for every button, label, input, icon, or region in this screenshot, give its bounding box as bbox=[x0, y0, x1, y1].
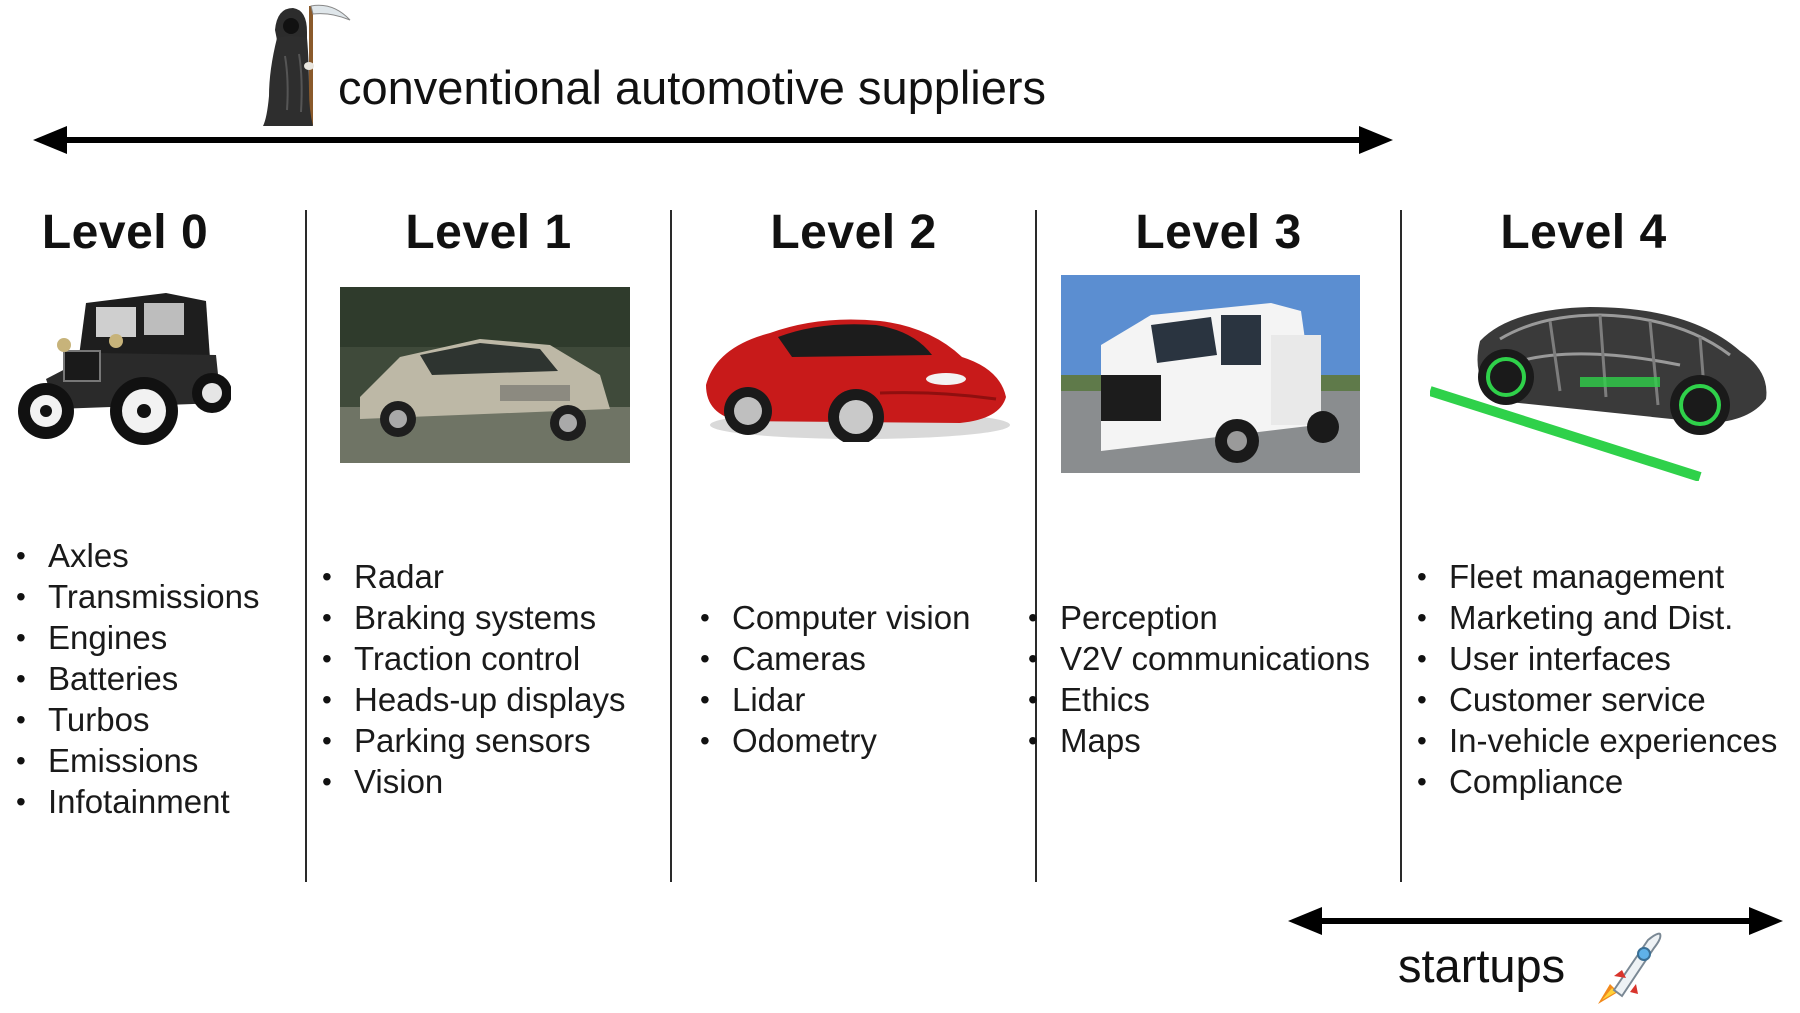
startups-label: startups bbox=[1398, 939, 1566, 992]
list-item: Odometry bbox=[700, 720, 970, 761]
list-item: Heads-up displays bbox=[322, 679, 625, 720]
level-3-list: Perception V2V communications Ethics Map… bbox=[1028, 597, 1370, 761]
level-2-list: Computer vision Cameras Lidar Odometry bbox=[700, 597, 970, 761]
list-item: Marketing and Dist. bbox=[1417, 597, 1777, 638]
rocket-icon bbox=[1598, 932, 1662, 1004]
model-t-car-image bbox=[18, 293, 231, 445]
grim-reaper-icon bbox=[263, 4, 351, 126]
list-item: Emissions bbox=[16, 740, 260, 781]
list-item: V2V communications bbox=[1028, 638, 1370, 679]
level-4-title: Level 4 bbox=[1500, 206, 1667, 259]
list-item: User interfaces bbox=[1417, 638, 1777, 679]
column-divider bbox=[1400, 210, 1402, 882]
list-item: Axles bbox=[16, 535, 260, 576]
tesla-sedan-image bbox=[706, 319, 1010, 442]
list-item: Braking systems bbox=[322, 597, 625, 638]
concept-vehicle-image bbox=[1430, 307, 1767, 481]
list-item: Radar bbox=[322, 556, 625, 597]
list-item: Batteries bbox=[16, 658, 260, 699]
startups-arrow bbox=[1288, 907, 1783, 935]
list-item: Perception bbox=[1028, 597, 1370, 638]
level-1-title: Level 1 bbox=[405, 206, 572, 259]
conventional-suppliers-label: conventional automotive suppliers bbox=[338, 61, 1047, 114]
level-0-column: Level 0 Axles Transmissions Engines Batt… bbox=[0, 195, 305, 885]
level-4-list: Fleet management Marketing and Dist. Use… bbox=[1417, 556, 1777, 802]
list-item: Engines bbox=[16, 617, 260, 658]
level-3-title: Level 3 bbox=[1135, 206, 1302, 259]
list-item: Compliance bbox=[1417, 761, 1777, 802]
level-0-title: Level 0 bbox=[41, 206, 209, 259]
list-item: Maps bbox=[1028, 720, 1370, 761]
list-item: Transmissions bbox=[16, 576, 260, 617]
conventional-suppliers-arrow bbox=[33, 126, 1393, 154]
level-0-list: Axles Transmissions Engines Batteries Tu… bbox=[16, 535, 260, 822]
list-item: Computer vision bbox=[700, 597, 970, 638]
list-item: Traction control bbox=[322, 638, 625, 679]
column-divider bbox=[305, 210, 307, 882]
level-1-list: Radar Braking systems Traction control H… bbox=[322, 556, 625, 802]
column-divider bbox=[670, 210, 672, 882]
level-3-column: Level 3 Perception V2V communications Et… bbox=[1028, 195, 1400, 885]
list-item: Customer service bbox=[1417, 679, 1777, 720]
level-4-column: Level 4 Fleet management Marketing and D… bbox=[1402, 195, 1800, 885]
column-divider bbox=[1035, 210, 1037, 882]
level-1-column: Level 1 Radar Braking systems Traction c… bbox=[307, 195, 670, 885]
level-2-column: Level 2 Computer vision Cameras Lidar Od… bbox=[672, 195, 1035, 885]
list-item: Parking sensors bbox=[322, 720, 625, 761]
list-item: Turbos bbox=[16, 699, 260, 740]
otto-truck-image bbox=[1061, 275, 1360, 473]
list-item: Lidar bbox=[700, 679, 970, 720]
list-item: In-vehicle experiences bbox=[1417, 720, 1777, 761]
level-2-title: Level 2 bbox=[770, 206, 937, 259]
list-item: Cameras bbox=[700, 638, 970, 679]
lexus-sedan-image bbox=[340, 287, 630, 463]
list-item: Vision bbox=[322, 761, 625, 802]
list-item: Fleet management bbox=[1417, 556, 1777, 597]
list-item: Ethics bbox=[1028, 679, 1370, 720]
list-item: Infotainment bbox=[16, 781, 260, 822]
